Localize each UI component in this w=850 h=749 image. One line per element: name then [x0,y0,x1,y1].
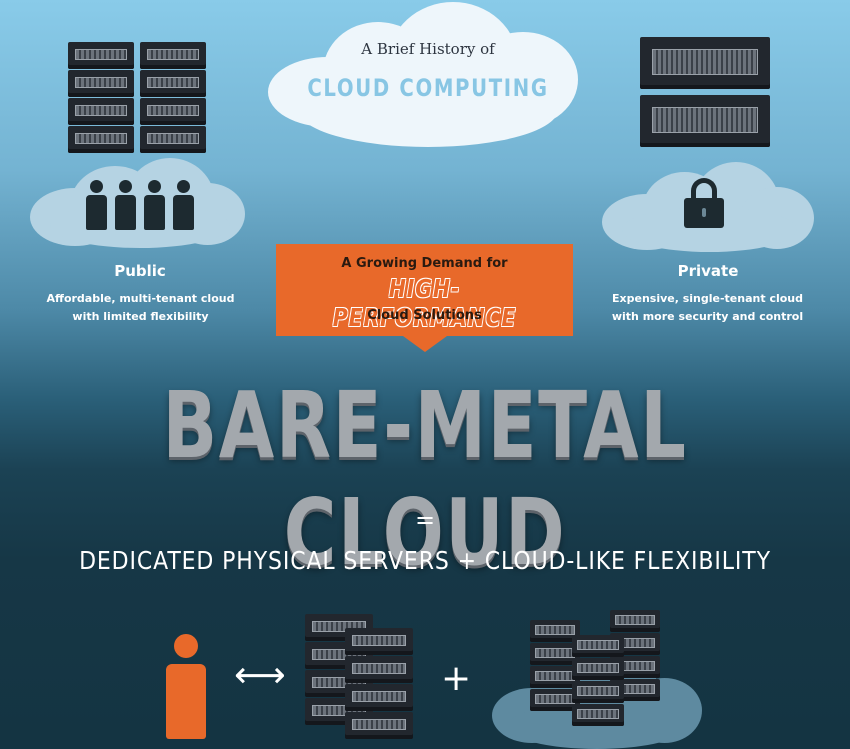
arrow-icon: ⟷ [234,655,286,696]
person-icon [166,634,206,744]
users-icon [86,180,196,232]
private-desc-line2: with more security and control [611,310,804,323]
public-title: Public [114,262,166,280]
demand-line3: Cloud Solutions [367,308,482,323]
lock-icon [684,178,724,228]
private-title: Private [677,262,739,280]
server-rack-icon [640,37,772,149]
tagline: DEDICATED PHYSICAL SERVERS + CLOUD-LIKE … [79,546,771,575]
demand-line1: A Growing Demand for [341,256,508,271]
server-rack-icon [68,42,208,154]
demand-banner: A Growing Demand for HIGH-PERFORMANCE Cl… [276,244,573,352]
public-desc-line2: with limited flexibility [72,310,209,323]
public-desc-line1: Affordable, multi-tenant cloud [46,292,235,305]
private-cloud [602,162,814,254]
plus-sign: + [441,658,472,699]
private-desc-line1: Expensive, single-tenant cloud [612,292,803,305]
headline: BARE-METAL CLOUD [162,372,688,586]
server-rack-icon [305,614,415,744]
title-small-text: A Brief History of [361,40,495,58]
page-title: CLOUD COMPUTING [307,74,549,102]
demand-headline: HIGH-PERFORMANCE [332,274,517,332]
server-rack-icon [530,610,665,726]
equals-sign: = [414,506,436,534]
title-cloud: A Brief History of CLOUD COMPUTING [268,2,588,150]
